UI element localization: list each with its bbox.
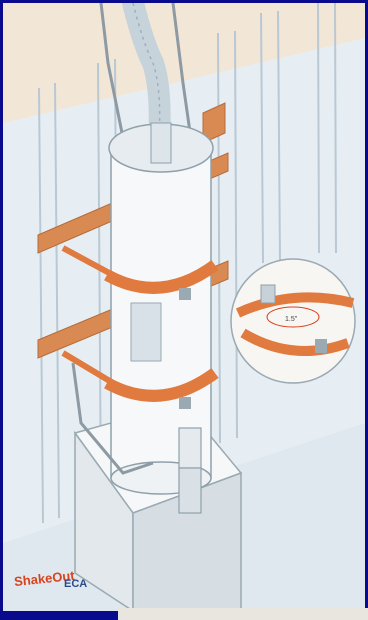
upper-strap-bolt: [179, 288, 191, 300]
illustration-svg: 1.5": [3, 3, 365, 611]
tank-label-panel: [131, 303, 161, 361]
lower-strap-bolt: [179, 397, 191, 409]
callout-bolt: [315, 339, 327, 353]
callout-bracket: [261, 285, 275, 303]
bottom-strip: [118, 608, 368, 620]
water-heater-illustration: 1.5": [3, 3, 365, 611]
gas-control-valve: [179, 428, 201, 468]
eca-logo: ECA: [64, 578, 87, 590]
gas-valve-body: [179, 468, 201, 513]
callout-gap-label: 1.5": [285, 316, 298, 323]
flue-collar: [151, 123, 171, 163]
